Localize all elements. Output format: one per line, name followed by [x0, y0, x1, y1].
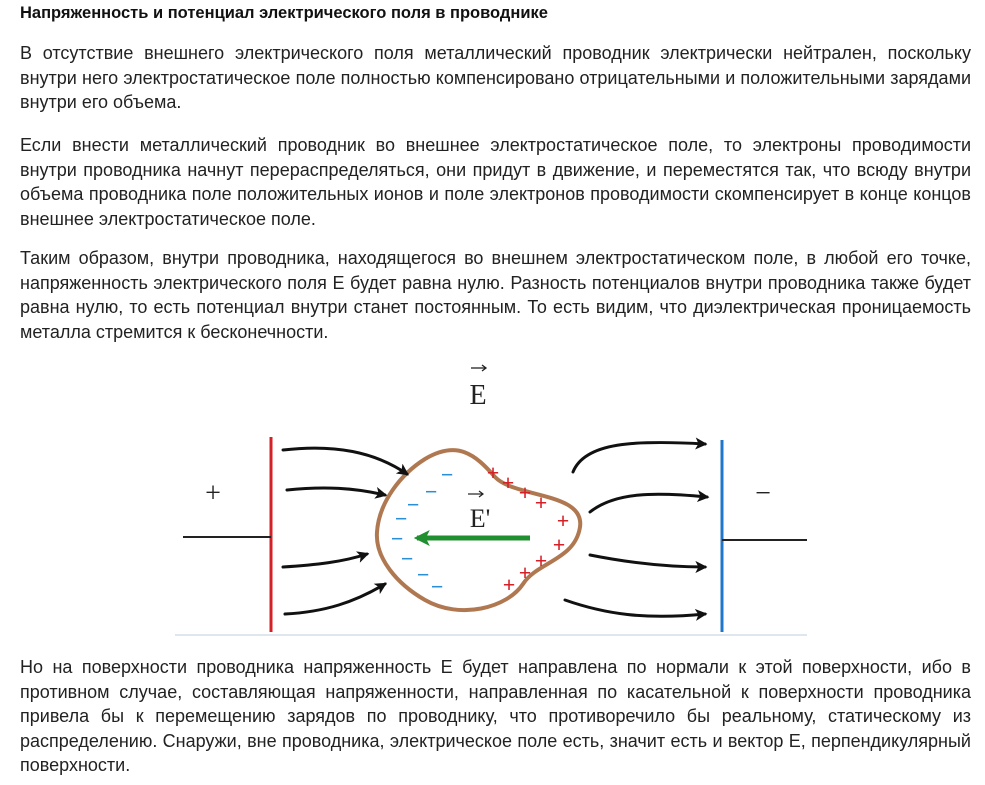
positive-induced-charges: + + + + + + + + + — [487, 460, 570, 597]
minus-charge: − — [391, 526, 404, 551]
minus-charge: − — [431, 574, 444, 599]
plus-charge: + — [502, 470, 515, 495]
plus-charge: + — [519, 560, 532, 585]
conductor-outline — [374, 448, 583, 613]
svg-text:E: E — [469, 380, 486, 411]
plus-sign-label: + — [205, 478, 221, 509]
minus-charge: − — [425, 479, 438, 504]
plus-charge: + — [535, 548, 548, 573]
negative-induced-charges: − − − − − − − − — [391, 462, 454, 599]
minus-charge: − — [417, 562, 430, 587]
outgoing-field-lines — [563, 437, 710, 621]
paragraph-zero-field: Таким образом, внутри проводника, находя… — [20, 248, 971, 342]
article-title: Напряженность и потенциал электрического… — [20, 4, 548, 22]
minus-sign-label: − — [755, 478, 771, 509]
plus-charge: + — [535, 490, 548, 515]
plus-charge: + — [487, 460, 500, 485]
conductor-field-diagram: E + − — [175, 362, 815, 642]
plus-charge: + — [503, 572, 516, 597]
plus-charge: + — [553, 532, 566, 557]
paragraph-intro: В отсутствие внешнего электрического пол… — [20, 43, 971, 112]
plus-charge: + — [557, 508, 570, 533]
minus-charge: − — [395, 506, 408, 531]
minus-charge: − — [401, 546, 414, 571]
paragraph-surface-field: Но на поверхности проводника напряженнос… — [20, 657, 971, 775]
minus-charge: − — [407, 492, 420, 517]
internal-field-label: E' — [470, 504, 491, 533]
minus-charge: − — [441, 462, 454, 487]
incoming-field-lines — [281, 446, 409, 616]
external-field-label: E — [469, 364, 488, 411]
paragraph-external-field: Если внести металлический проводник во в… — [20, 135, 971, 229]
plus-charge: + — [519, 480, 532, 505]
